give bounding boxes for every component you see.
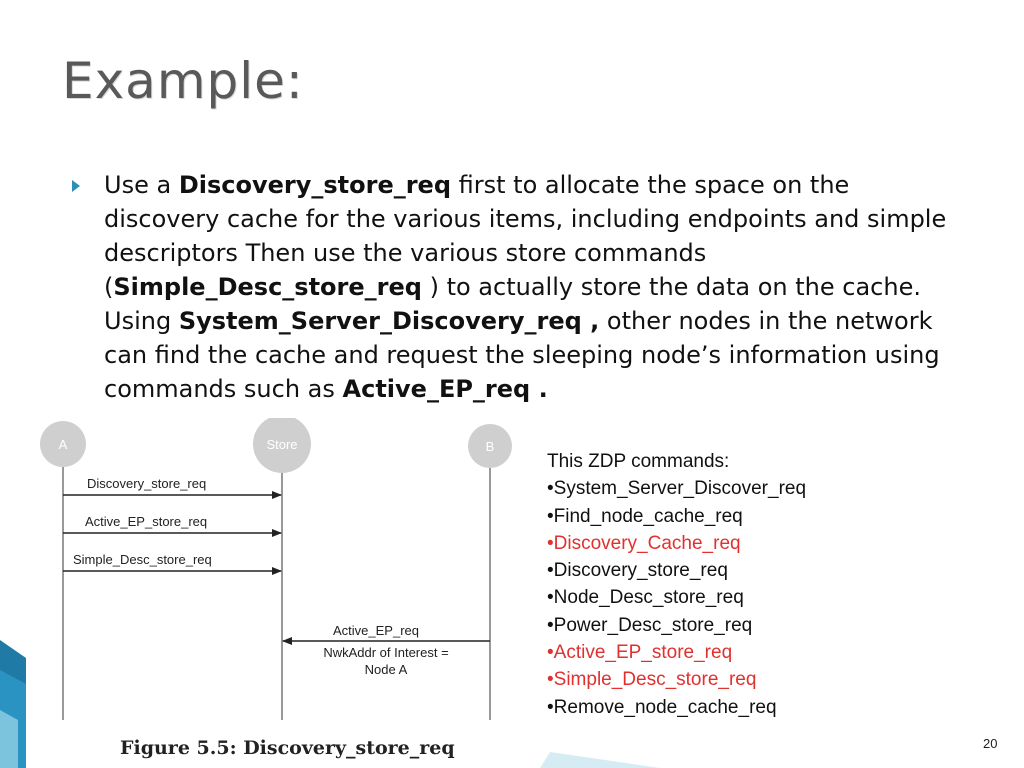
page-number: 20	[983, 736, 998, 751]
text-run: ) to actually store the data on the cach…	[104, 273, 921, 335]
zdp-heading: This ZDP commands:	[547, 451, 730, 472]
node-a-label: A	[59, 437, 68, 452]
bottom-decoration	[540, 752, 660, 768]
bold-term: System_Server_Discovery_req ,	[178, 307, 600, 335]
zdp-item: •Discovery_store_req	[547, 560, 728, 582]
node-a: A	[40, 421, 86, 467]
zdp-item: •Simple_Desc_store_req	[547, 669, 757, 691]
bold-term: Discovery_store_req	[178, 171, 452, 199]
bold-term: Active_EP_req .	[342, 375, 548, 403]
text-run: first to allocate the space on the disco…	[104, 171, 947, 301]
zdp-item: •Find_node_cache_req	[547, 505, 743, 527]
zdp-item: •Node_Desc_store_req	[547, 587, 744, 609]
text-run: Use a	[104, 171, 179, 199]
msg-label: Active_EP_store_req	[85, 514, 207, 529]
zdp-item: •Active_EP_store_req	[547, 642, 733, 664]
msg-label: Discovery_store_req	[87, 476, 206, 491]
slide-title: Example:	[62, 52, 304, 110]
figure-caption: Figure 5.5: Discovery_store_req	[120, 737, 455, 759]
zdp-item: •System_Server_Discover_req	[547, 478, 807, 500]
zdp-items: •System_Server_Discover_req •Find_node_ca…	[547, 475, 806, 721]
bold-term: Simple_Desc_store_req	[113, 273, 422, 301]
node-store: Store	[253, 418, 311, 473]
msg-label: Active_EP_req	[333, 623, 419, 638]
bullet-arrow-icon	[72, 180, 80, 192]
bullet-text: Use a Discovery_store_req first to alloc…	[104, 168, 972, 406]
zdp-command-list: This ZDP commands: •System_Server_Discov…	[547, 448, 806, 721]
sequence-diagram: A Store B Discovery_store_req Active_EP_…	[40, 418, 512, 720]
msg-label: Simple_Desc_store_req	[73, 552, 212, 567]
bullet-item: Use a Discovery_store_req first to alloc…	[72, 168, 972, 406]
text-run: other nodes in the network can find the …	[104, 307, 940, 403]
zdp-item: •Discovery_Cache_req	[547, 532, 741, 554]
node-store-label: Store	[266, 437, 297, 452]
node-b: B	[468, 424, 512, 468]
msg-note: Node A	[365, 662, 408, 677]
zdp-item: •Remove_node_cache_req	[547, 696, 777, 718]
node-b-label: B	[486, 439, 495, 454]
zdp-item: •Power_Desc_store_req	[547, 614, 753, 636]
corner-decoration	[0, 640, 26, 768]
msg-note: NwkAddr of Interest =	[323, 645, 448, 660]
